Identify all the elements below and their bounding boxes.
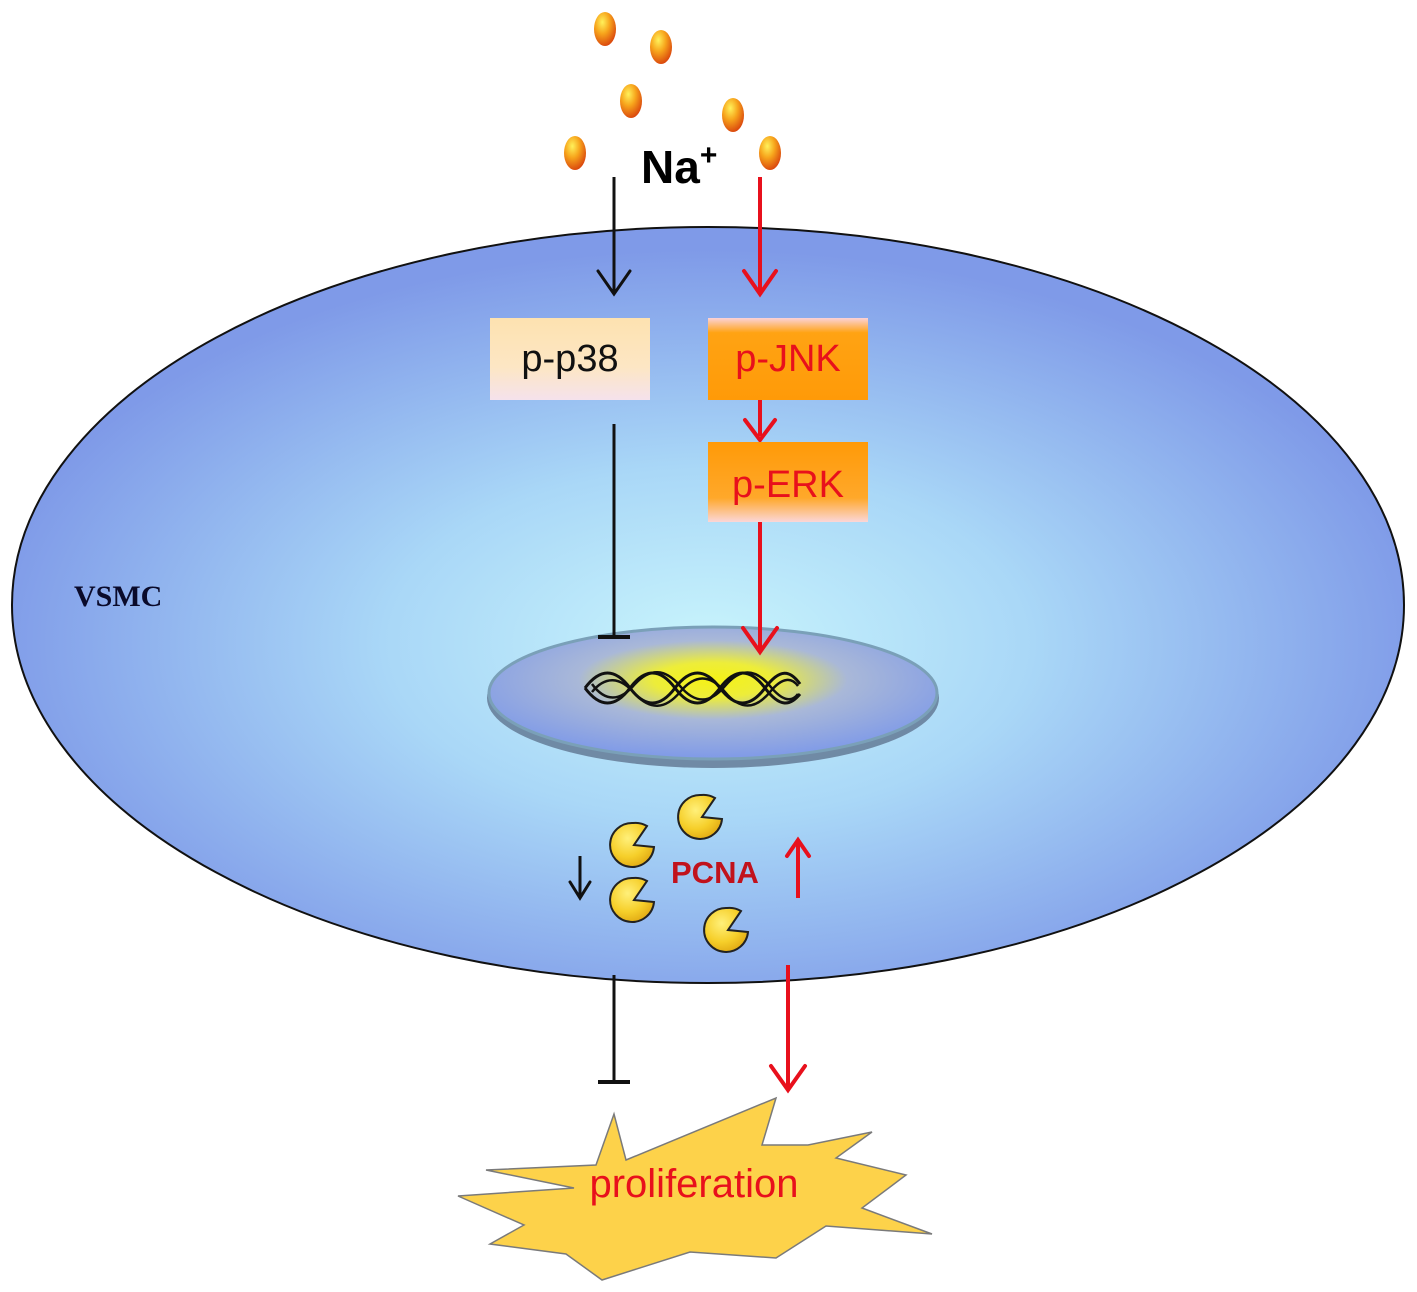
pcna-decrease-arrow bbox=[568, 856, 592, 901]
p38-node: p-p38 bbox=[490, 318, 650, 400]
pcna-label: PCNA bbox=[671, 855, 759, 890]
sodium-ion-icon bbox=[759, 136, 781, 170]
arrow-down-icon bbox=[568, 880, 592, 901]
erk-node: p-ERK bbox=[708, 442, 868, 522]
erk-label: p-ERK bbox=[732, 464, 844, 506]
arrow-down-icon bbox=[741, 626, 779, 656]
arrow-erk-to-nucleus bbox=[741, 522, 779, 656]
vsmc-cell bbox=[11, 226, 1405, 984]
pcna-protein-icon bbox=[609, 821, 656, 868]
inhibition-p38-to-nucleus bbox=[598, 424, 630, 639]
arrow-jnk-to-erk bbox=[743, 400, 777, 444]
sodium-ions bbox=[564, 12, 781, 170]
proliferation-burst bbox=[457, 1096, 933, 1281]
sodium-ion-icon bbox=[564, 136, 586, 170]
arrow-na-to-p38 bbox=[596, 177, 632, 297]
arrow-down-icon bbox=[743, 418, 777, 444]
arrow-down-icon bbox=[596, 269, 632, 297]
pcna-protein-icon bbox=[609, 876, 656, 923]
pcna-protein-icon bbox=[703, 906, 750, 953]
sodium-label: Na+ bbox=[641, 139, 717, 193]
sodium-ion-icon bbox=[594, 12, 616, 46]
cell-label: VSMC bbox=[74, 580, 162, 613]
arrow-na-to-jnk bbox=[742, 177, 778, 298]
arrow-down-icon bbox=[769, 1064, 807, 1094]
sodium-ion-icon bbox=[650, 30, 672, 64]
sodium-ion-icon bbox=[722, 98, 744, 132]
nucleus bbox=[487, 625, 939, 761]
arrow-up-icon bbox=[785, 836, 811, 858]
p38-label: p-p38 bbox=[521, 338, 618, 380]
jnk-node: p-JNK bbox=[708, 318, 868, 400]
dna-helix-icon bbox=[583, 671, 802, 707]
inhibition-to-proliferation bbox=[598, 975, 630, 1084]
pcna-proteins bbox=[609, 793, 750, 953]
arrow-down-icon bbox=[742, 269, 778, 298]
arrow-to-proliferation bbox=[769, 965, 807, 1094]
proliferation-label: proliferation bbox=[589, 1162, 798, 1206]
sodium-ion-icon bbox=[620, 84, 642, 118]
pcna-increase-arrow bbox=[785, 836, 811, 898]
pcna-protein-icon bbox=[677, 793, 724, 840]
jnk-label: p-JNK bbox=[735, 338, 841, 380]
